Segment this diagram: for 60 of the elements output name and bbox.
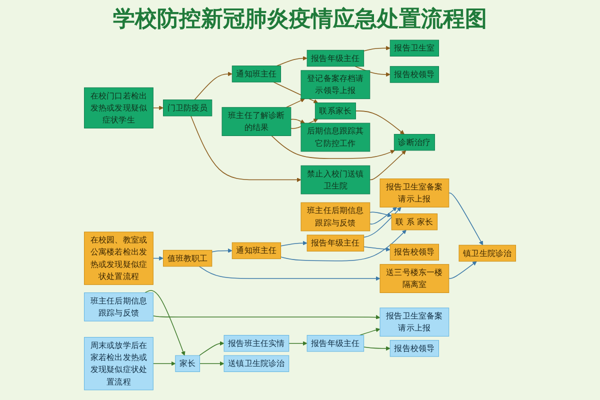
node-box: 报告年级主任 [306,335,364,352]
arrow [199,361,224,366]
arrow [370,212,392,218]
node-box: 后期信息跟踪其它防控工作 [300,122,370,152]
arrow [152,256,164,261]
arrow [190,116,302,182]
node-box: 报告卫生室备案请示上报 [380,178,450,208]
node-box: 送三号楼东一楼隔离室 [380,264,450,293]
arrow [363,206,402,238]
arrow [280,240,308,246]
node-box: 报告年级主任 [306,50,364,67]
node-box: 登记备案存档请示领导上报 [300,70,370,100]
node-box: 报告年级主任 [306,234,364,252]
arrow [152,106,164,110]
node-box: 报告班主任实情 [224,335,290,352]
node-box: 镇卫生院诊治 [458,244,516,262]
diagram-title: 学校防控新冠肺炎疫情应急处置流程图 [112,6,488,34]
arrow [363,346,390,351]
arrow [290,118,305,124]
node-box: 周末或放学后在家若检出发热或发现疑似症状处置流程 [84,337,154,390]
arrow [152,314,380,320]
node-box: 通知班主任 [232,66,282,82]
node-box: 报告卫生室 [390,40,439,56]
arrow [152,361,176,366]
arrow [370,150,406,180]
node-box: 班主任后期信息跟踪与反馈 [84,292,154,322]
node-box: 值班教职工 [163,250,212,267]
node-box: 在校园、教室或公寓楼若检出发热或发现疑似症状处置流程 [84,232,154,285]
node-box: 报告校领导 [390,340,439,357]
arrow [448,192,484,246]
arrow [359,328,380,336]
arrow [448,261,477,279]
node-box: 班主任了解诊断的结果 [222,107,292,136]
arrow [194,72,232,100]
arrow [271,135,395,159]
node-box: 报告校领导 [390,244,439,261]
node-box: 诊断治疗 [394,134,435,151]
node-box: 通知班主任 [232,242,282,260]
node-box: 联 系 家长 [391,213,438,230]
node-box: 门卫防疫员 [163,100,212,116]
node-box: 班主任后期信息跟踪与反馈 [300,202,370,232]
arrow [280,230,406,262]
arrow [370,206,398,224]
arrow [276,56,308,66]
arrow [288,341,308,346]
arrow [198,341,224,356]
arrow [198,266,380,281]
node-box: 禁止入校门送镇卫生院 [300,165,370,194]
node-box: 联系家长 [314,102,356,120]
node-box: 在校门口若检出发热或发现疑似症状学生 [84,87,154,128]
arrow [363,246,390,252]
arrow [212,248,232,253]
arrow [354,66,390,77]
node-box: 报告卫生室备案请示上报 [380,308,450,337]
arrow [355,110,404,134]
node-box: 送镇卫生院诊治 [224,355,290,372]
node-box: 家长 [175,355,200,372]
arrow [363,46,390,52]
arrow [286,98,305,108]
node-box: 报告校领导 [390,66,439,83]
